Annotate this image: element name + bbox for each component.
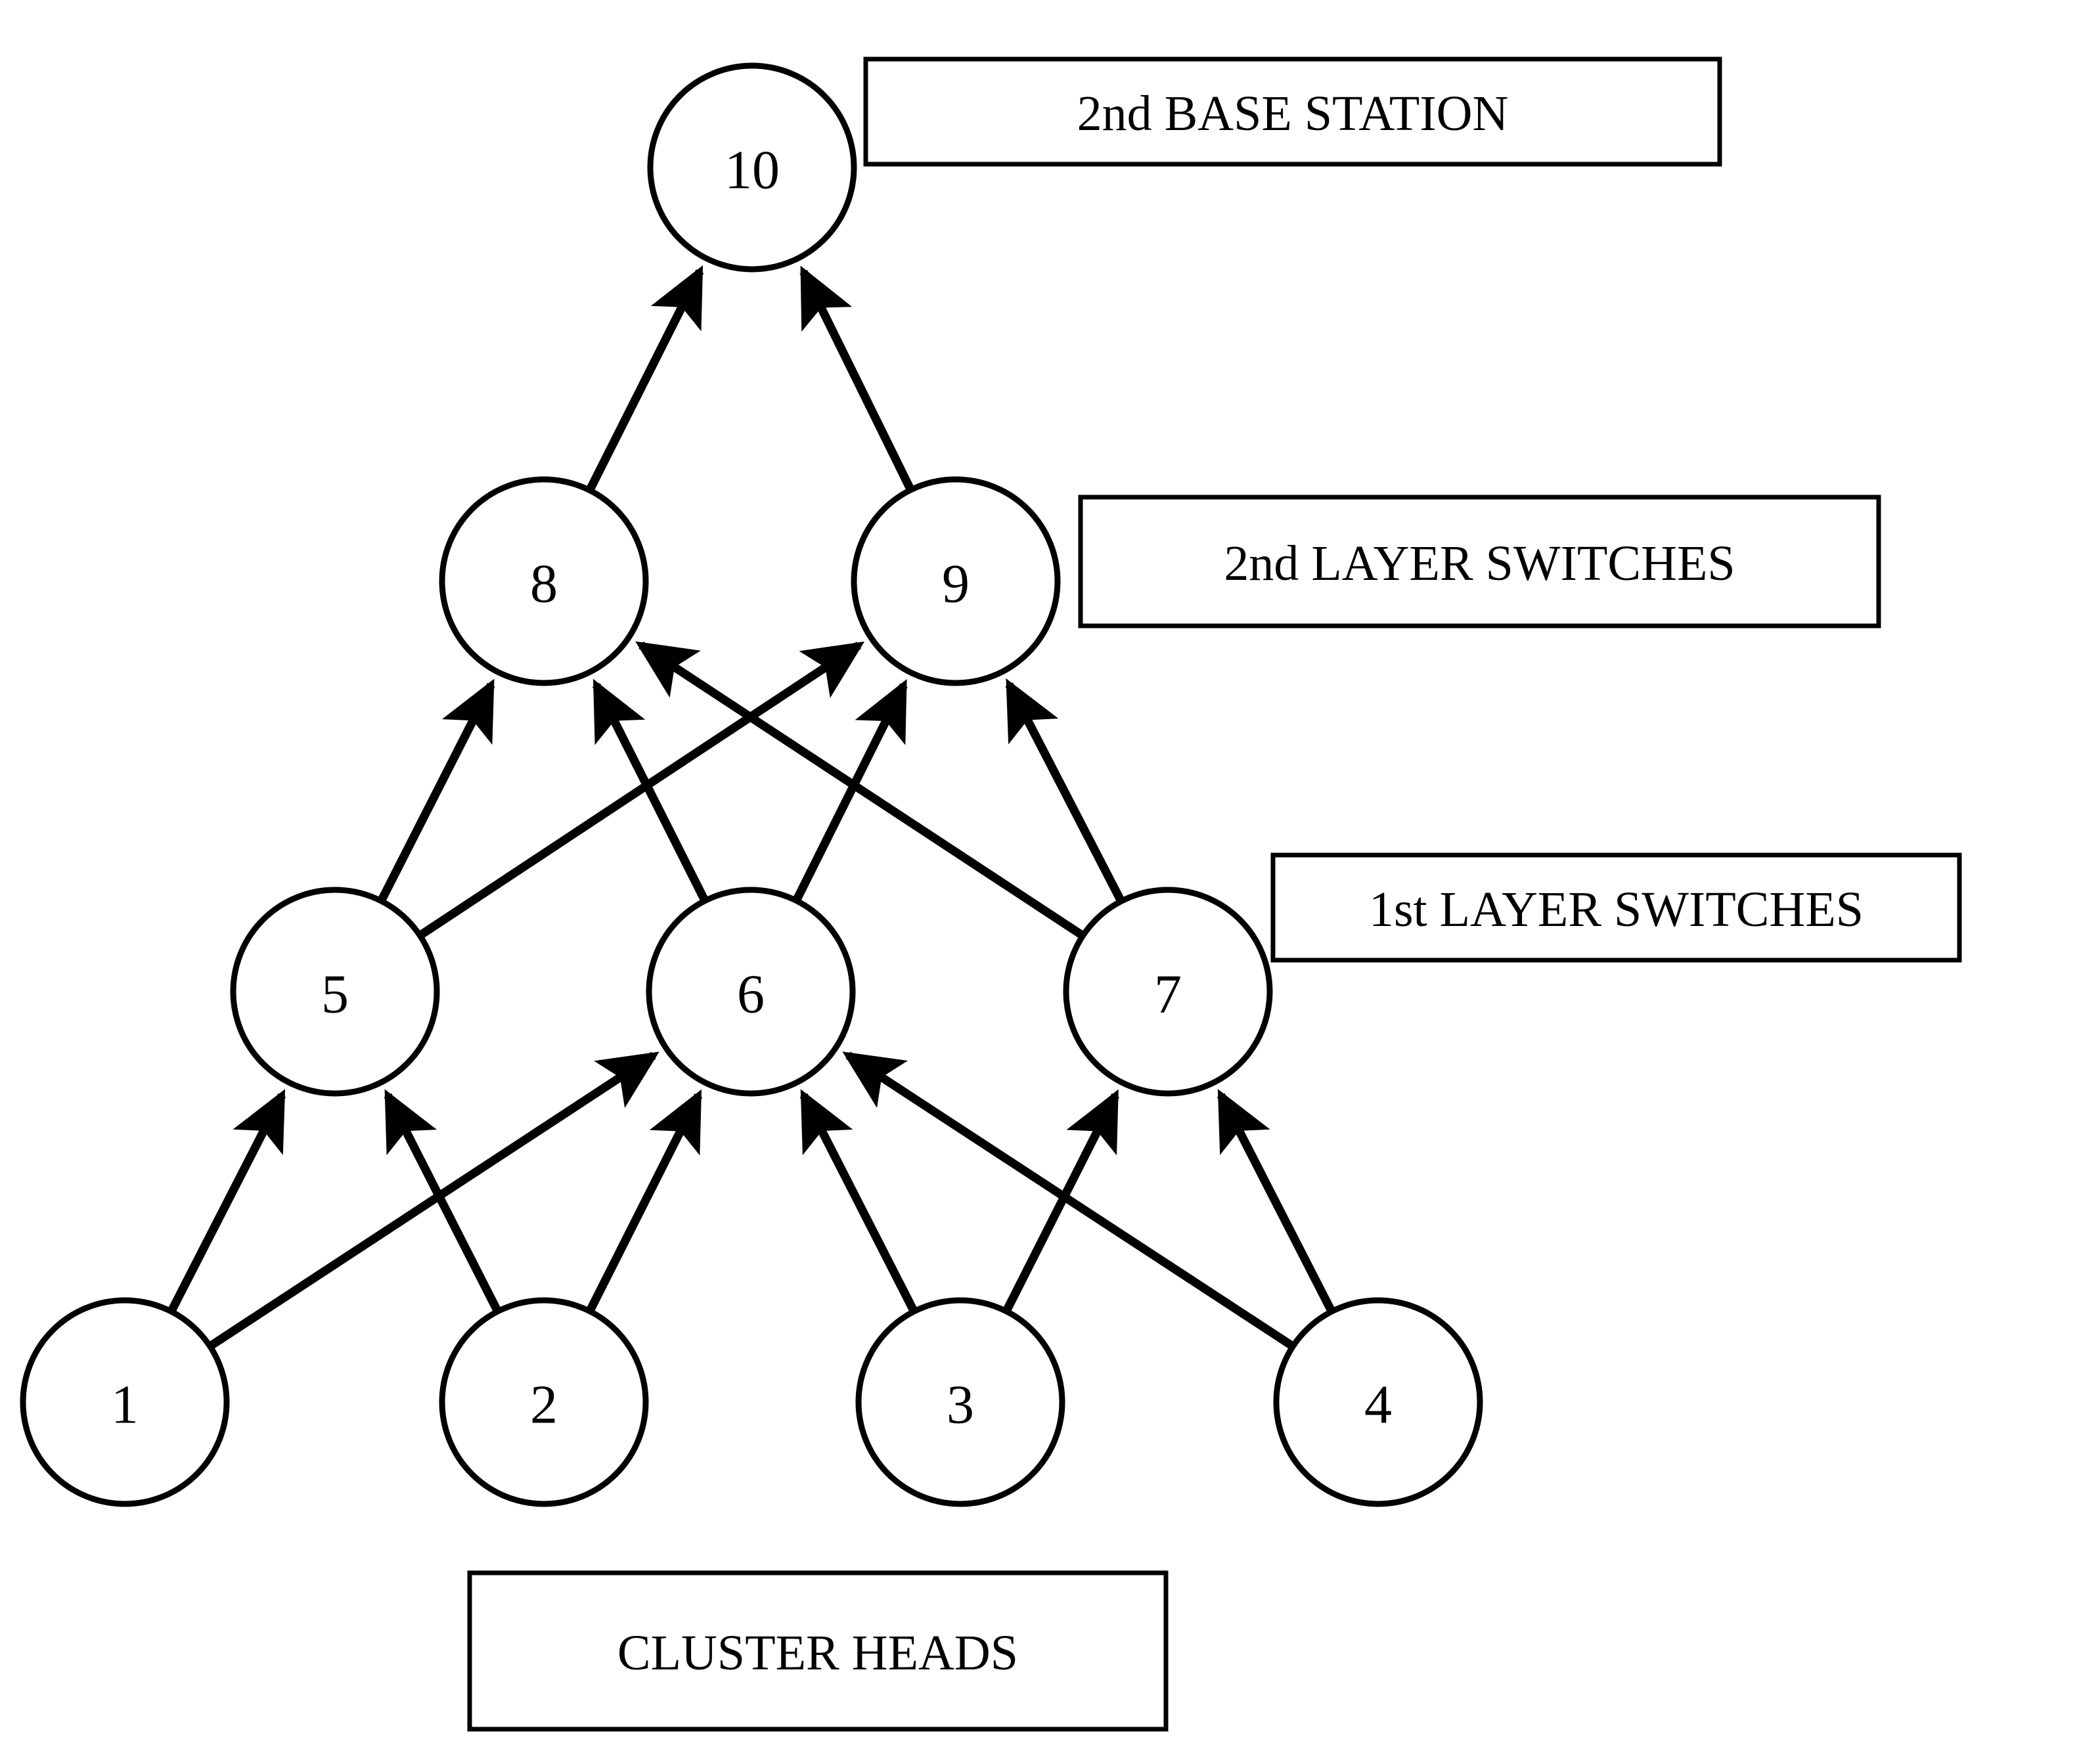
node-circle-6[interactable]: [646, 887, 856, 1097]
legend-box-cluster-heads: CLUSTER HEADS: [467, 1570, 1169, 1732]
edge-8-to-10: [587, 265, 704, 490]
legend-rect-base-station: [863, 56, 1722, 167]
legend-box-second-layer: 2nd LAYER SWITCHES: [1078, 495, 1881, 628]
node-label-6: 6: [737, 964, 765, 1025]
node-circle-1[interactable]: [20, 1297, 230, 1507]
legend-label-first-layer: 1st LAYER SWITCHES: [1369, 882, 1864, 937]
edge-2-to-5: [384, 1089, 501, 1311]
edge-3-to-6: [799, 1089, 917, 1311]
node-6[interactable]: 6: [646, 887, 856, 1097]
node-3[interactable]: 3: [855, 1297, 1065, 1507]
node-5[interactable]: 5: [230, 887, 440, 1097]
node-10[interactable]: 10: [647, 62, 857, 273]
legend-rect-second-layer: [1078, 495, 1881, 628]
node-label-5: 5: [321, 964, 349, 1025]
edge-2-to-6: [587, 1089, 703, 1311]
node-label-10: 10: [725, 140, 780, 201]
node-label-8: 8: [530, 554, 558, 615]
edge-1-to-6: [210, 1051, 659, 1349]
edge-5-to-8: [378, 678, 495, 901]
edge-4-to-6: [842, 1051, 1293, 1349]
node-circle-4[interactable]: [1273, 1297, 1483, 1507]
node-circle-3[interactable]: [855, 1297, 1065, 1507]
edge-7-to-9: [1005, 678, 1124, 901]
node-1[interactable]: 1: [20, 1297, 230, 1507]
legend-label-base-station: 2nd BASE STATION: [1077, 86, 1509, 141]
node-9[interactable]: 9: [851, 476, 1061, 686]
edge-6-to-8: [592, 678, 708, 900]
node-8[interactable]: 8: [439, 476, 649, 686]
legend-group: 2nd BASE STATION 2nd LAYER SWITCHES 1st LA…: [467, 56, 1962, 1732]
edge-1-to-5: [168, 1089, 286, 1311]
node-label-1: 1: [111, 1375, 139, 1436]
node-label-7: 7: [1154, 964, 1182, 1025]
nodes-group: 1 2 3 4 5 6 7 8 9 10: [20, 62, 1483, 1507]
edges-group: [168, 265, 1335, 1349]
edge-4-to-7: [1217, 1089, 1335, 1311]
legend-label-second-layer: 2nd LAYER SWITCHES: [1224, 536, 1735, 591]
edge-3-to-7: [1003, 1089, 1119, 1311]
legend-box-base-station: 2nd BASE STATION: [863, 56, 1722, 167]
node-circle-5[interactable]: [230, 887, 440, 1097]
node-label-3: 3: [947, 1375, 974, 1436]
node-circle-9[interactable]: [851, 476, 1061, 686]
node-label-4: 4: [1364, 1375, 1392, 1436]
node-2[interactable]: 2: [439, 1297, 649, 1507]
node-circle-8[interactable]: [439, 476, 649, 686]
node-label-2: 2: [530, 1375, 558, 1436]
node-7[interactable]: 7: [1063, 887, 1273, 1097]
edge-9-to-10: [799, 265, 914, 490]
legend-box-first-layer: 1st LAYER SWITCHES: [1270, 852, 1962, 963]
legend-rect-cluster-heads: [467, 1570, 1169, 1732]
legend-rect-first-layer: [1270, 852, 1962, 963]
node-4[interactable]: 4: [1273, 1297, 1483, 1507]
node-circle-10[interactable]: [647, 62, 857, 273]
node-circle-7[interactable]: [1063, 887, 1273, 1097]
edge-7-to-8: [635, 641, 1083, 938]
node-label-9: 9: [942, 554, 970, 615]
edge-6-to-9: [793, 679, 908, 900]
edge-5-to-9: [420, 641, 865, 938]
node-circle-2[interactable]: [439, 1297, 649, 1507]
legend-label-cluster-heads: CLUSTER HEADS: [617, 1625, 1018, 1681]
